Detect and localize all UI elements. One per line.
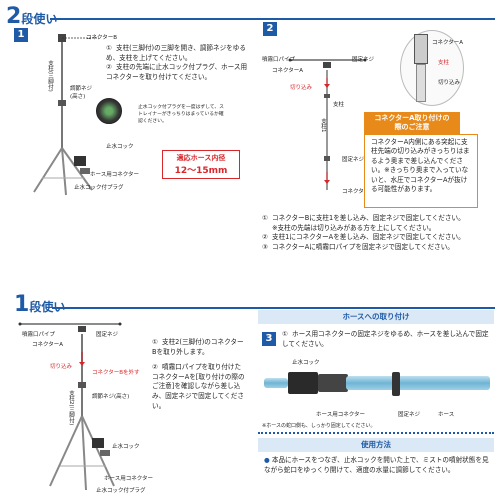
connector-inset-pipe [416,64,426,102]
note-box: コネクターA内側にある突起に支柱先端の切り込みがきっちりはまるよう奥まで差し込ん… [364,134,478,208]
hose-note: ※ホースの蛇口側も、しっかり固定してください。 [262,423,376,429]
assembly-diagram-2 [288,58,367,190]
tripod-illustration-1 [18,322,122,491]
label-adjust-screw-1: 調節ネジ(高さ) [92,394,130,400]
label-cock-plug-1: 止水コック付プラグ [96,488,146,494]
label-support-pillar: 支柱(三脚付) [47,60,53,92]
usage-text: ● 本品にホースをつなぎ、止水コックを開いた上で、ミストの噴射状態を見ながら蛇口… [264,456,489,474]
section2-title-text: 段使い [21,12,58,26]
hose-pipe-right [346,376,490,390]
hose-band-title: ホースへの取り付け [258,310,494,324]
step-subnote: ※支柱の先端は切り込みがある方を上にしてください。 [272,223,436,232]
section2-title: 2段使い [6,4,57,29]
hose-step-badge: 3 [262,332,276,346]
label-cut-mark-1: 切り込み [50,364,73,370]
label-support-pillar-1: 支柱2(三脚付) [68,390,74,426]
label-connector-b-2: コネクターB [342,189,374,195]
stop-cock-body [288,372,318,394]
label-fix-screw: 固定ネジ [352,57,375,63]
connector-inset-part [414,34,428,64]
hose-pipe-left [264,378,288,388]
hose-divider [258,432,494,434]
inset-label-cut: 切り込み [438,80,461,86]
label-stop-cock-1: 止水コック [112,444,140,450]
inset-label-connector-a: コネクターA [432,40,464,46]
note-heading: コネクターA取り付けの 際のご注意 [364,112,460,134]
label-hose-connector: ホース用コネクター [90,172,140,178]
label-fix-screw-hose: 固定ネジ [398,412,421,418]
plug-note: 止水コック付プラグを一度はずして、ストレイナーがきっちりはまっているか確認くださ… [138,105,224,124]
label-hose: ホース [438,412,455,418]
connector-inset [400,30,464,106]
label-connector-b: コネクターB [86,35,118,41]
label-spray-pipe: 噴霧口パイプ [262,57,296,63]
label-hose-connector-1: ホース用コネクター [104,476,154,482]
label-support: 支柱 [333,102,345,108]
hose-diameter-badge: 適応ホース内径 12〜15mm [162,150,240,179]
label-cut-mark: 切り込み [290,85,313,91]
label-stop-cock-hose: 止水コック [292,360,320,366]
label-connector-a-1: コネクターA [32,342,64,348]
section1-rule [52,307,495,309]
section1-title: 1段使い [14,292,65,317]
label-cock-plug: 止水コック付プラグ [74,185,124,191]
label-adjust-screw: 調節ネジ (高さ) [70,86,93,100]
label-stop-cock: 止水コック [106,144,134,150]
strainer-inset [96,98,122,124]
section2-step2-badge: 2 [263,22,277,36]
tripod-illustration-2 [33,34,99,196]
section1-number: 1 [14,292,30,317]
section2-step1-badge: 1 [14,28,28,42]
usage-band-title: 使用方法 [258,438,494,452]
label-hose-connector-hose: ホース用コネクター [316,412,366,418]
section2-number: 2 [6,4,22,29]
section1-title-text: 段使い [29,300,66,314]
hose-connector-body [318,374,348,392]
label-fix-screw-2: 固定ネジ [342,157,365,163]
label-connector-b-remove: コネクターBを外す [92,370,140,376]
fix-screw-knob [392,372,400,396]
section2-rule [50,18,495,20]
label-spray-pipe-1: 噴霧口パイプ [22,332,56,338]
label-fix-screw-1: 固定ネジ [96,332,119,338]
label-support1: 支柱1 [320,118,326,133]
inset-label-support: 支柱 [438,60,450,66]
label-connector-a: コネクターA [272,68,304,74]
